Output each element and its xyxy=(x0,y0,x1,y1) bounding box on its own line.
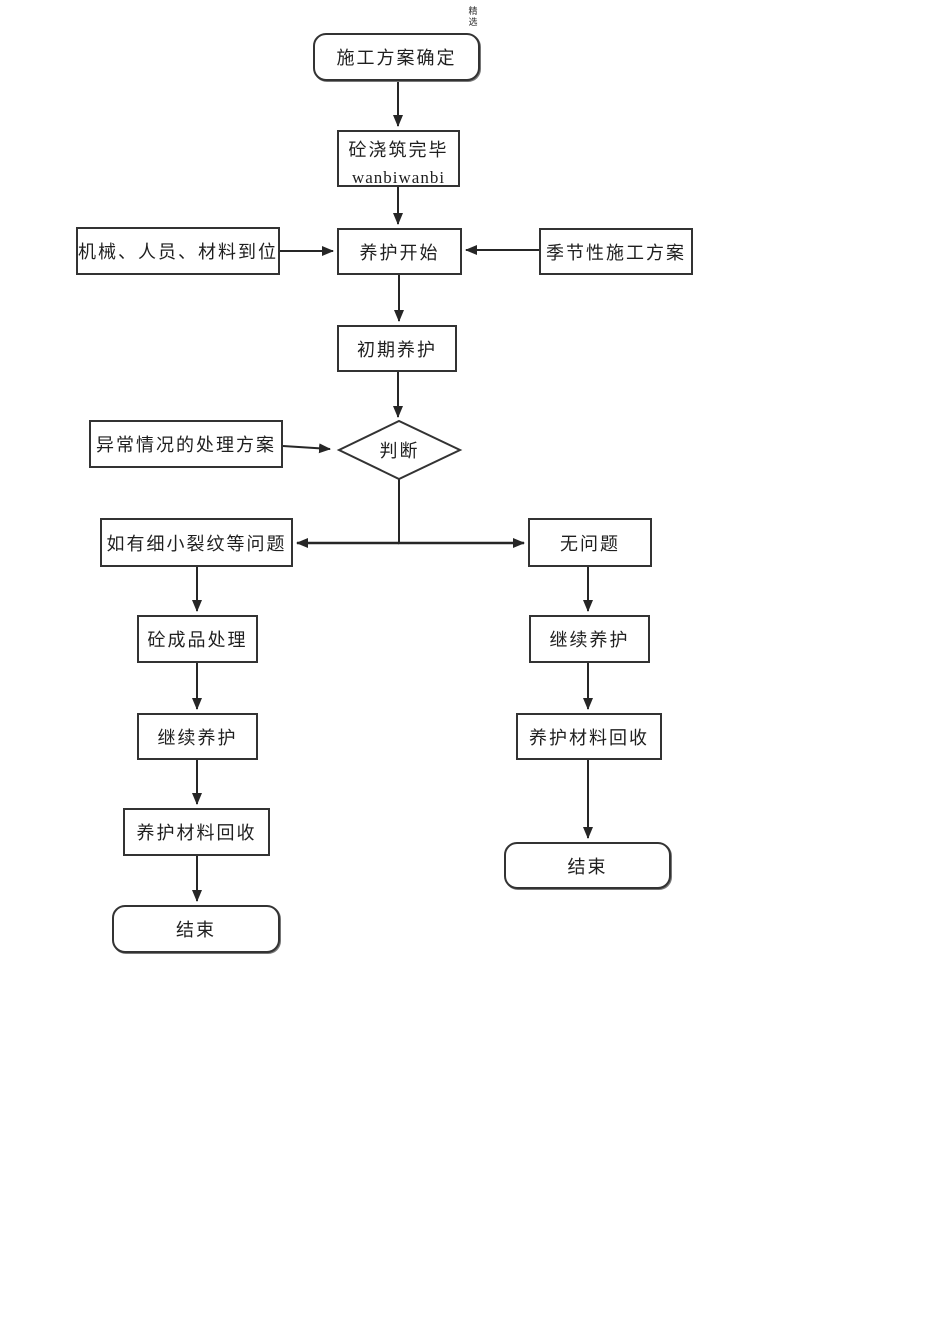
corner-mark: 精选 xyxy=(468,6,478,27)
node-recycle-materials-right: 养护材料回收 xyxy=(516,713,662,760)
node-judge-label: 判断 xyxy=(379,441,420,461)
judge-diamond-shape xyxy=(336,419,463,481)
node-pour-complete-label: 砼浇筑完毕 xyxy=(348,140,449,160)
node-no-problem: 无问题 xyxy=(528,518,652,567)
node-pour-complete-sublabel: wanbiwanbi xyxy=(351,168,446,187)
node-end-left: 结束 xyxy=(112,905,280,953)
node-resources-ready: 机械、人员、材料到位 xyxy=(76,227,280,275)
node-end-right: 结束 xyxy=(504,842,671,889)
node-plan-confirm: 施工方案确定 xyxy=(313,33,480,81)
node-continue-cure-left: 继续养护 xyxy=(137,713,258,760)
node-recycle-materials-left: 养护材料回收 xyxy=(123,808,270,856)
node-seasonal-plan: 季节性施工方案 xyxy=(539,228,693,275)
node-abnormal-plan: 异常情况的处理方案 xyxy=(89,420,283,468)
node-continue-cure-right: 继续养护 xyxy=(529,615,650,663)
node-initial-cure: 初期养护 xyxy=(337,325,457,372)
node-product-handle: 砼成品处理 xyxy=(137,615,258,663)
connector-abnormal-to-judge xyxy=(282,443,331,454)
node-pour-complete: 砼浇筑完毕 wanbiwanbi xyxy=(337,130,460,187)
node-crack-problem: 如有细小裂纹等问题 xyxy=(100,518,293,567)
node-cure-start: 养护开始 xyxy=(337,228,462,275)
